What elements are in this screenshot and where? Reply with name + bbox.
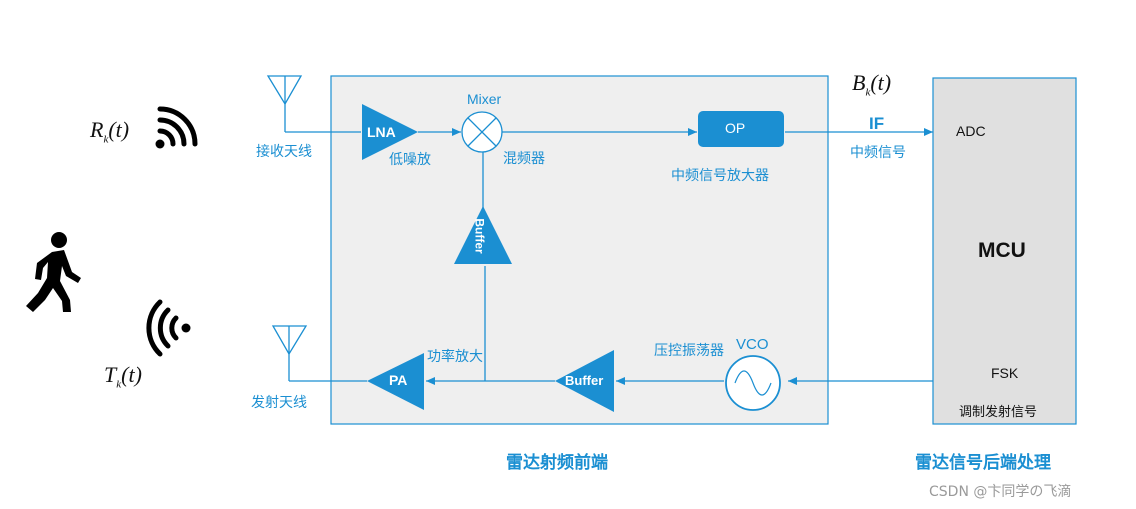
signal-wires bbox=[285, 128, 933, 385]
tx-antenna-label: 发射天线 bbox=[251, 395, 307, 411]
tx-antenna-icon bbox=[271, 325, 308, 381]
mcu-mod-label: 调制发射信号 bbox=[959, 405, 1038, 420]
op-amplifier-box bbox=[698, 111, 784, 147]
if-signal-math-label: Bk(t) bbox=[852, 70, 892, 99]
person-walking-icon bbox=[26, 232, 81, 312]
backend-title: 雷达信号后端处理 bbox=[915, 453, 1051, 473]
vco-label-en: VCO bbox=[736, 336, 769, 353]
lna-amplifier bbox=[362, 104, 418, 160]
buffer-vertical-amplifier bbox=[454, 206, 512, 264]
mixer-top-label: Mixer bbox=[467, 91, 502, 107]
mixer-cross-icon bbox=[461, 111, 503, 153]
rx-antenna-icon bbox=[266, 75, 303, 132]
mcu-panel bbox=[932, 77, 1077, 425]
adc-label: ADC bbox=[956, 123, 986, 139]
lna-label: 低噪放 bbox=[389, 152, 431, 168]
tx-signal-label: Tk(t) bbox=[104, 362, 142, 391]
rx-antenna-label: 接收天线 bbox=[256, 144, 312, 160]
pa-amplifier bbox=[367, 353, 424, 410]
lna-text: LNA bbox=[367, 124, 396, 140]
rx-signal-label: Rk(t) bbox=[90, 117, 130, 146]
signal-waves-right-icon bbox=[155, 106, 198, 149]
buffer-vertical-text: Buffer bbox=[472, 218, 487, 254]
if-label: 中频信号 bbox=[850, 145, 906, 161]
buffer-horizontal-text: Buffer bbox=[565, 373, 604, 388]
watermark: CSDN @卞同学の飞滴 bbox=[929, 484, 1072, 500]
vco-sine-wave-icon bbox=[725, 355, 781, 411]
mixer-label: 混频器 bbox=[503, 151, 545, 167]
rf-frontend-title: 雷达射频前端 bbox=[506, 453, 608, 473]
vco-label-cn: 压控振荡器 bbox=[654, 343, 724, 359]
op-label: 中频信号放大器 bbox=[671, 168, 769, 184]
signal-waves-left-icon bbox=[146, 299, 191, 357]
pa-label: 功率放大 bbox=[427, 349, 483, 365]
pa-text: PA bbox=[389, 372, 408, 388]
buffer-horizontal-amplifier bbox=[555, 350, 614, 412]
if-text: IF bbox=[869, 114, 885, 133]
op-text: OP bbox=[725, 120, 746, 136]
mcu-title: MCU bbox=[978, 239, 1026, 262]
fsk-label: FSK bbox=[991, 365, 1019, 381]
